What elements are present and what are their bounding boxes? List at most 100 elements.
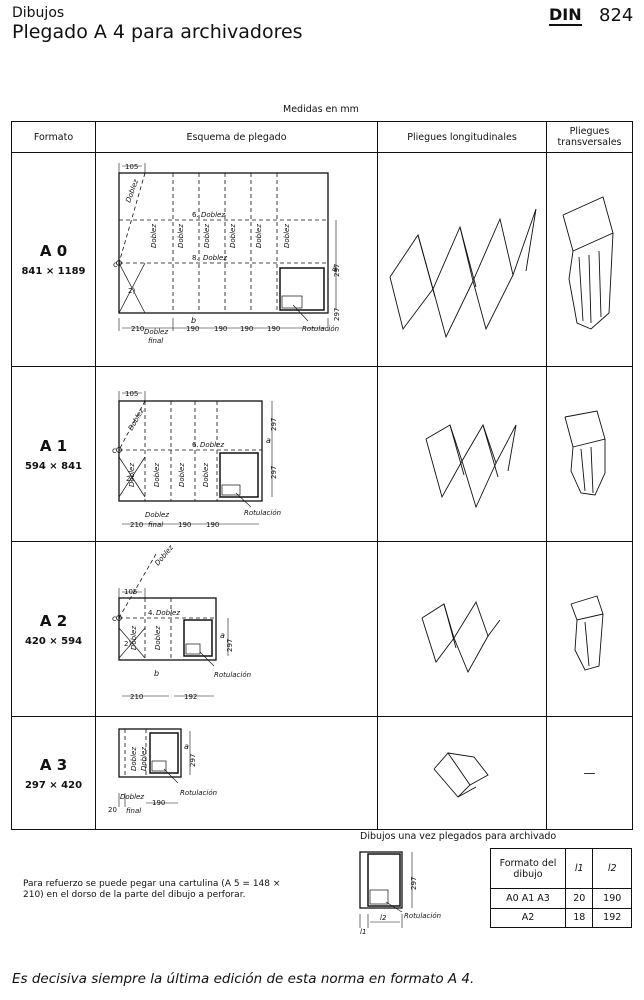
- dim-b-label: b: [191, 316, 196, 325]
- col-header-format: Formato: [11, 121, 96, 153]
- fold-label-vertical: Doblez: [203, 224, 211, 248]
- fold-label-vertical: Doblez: [229, 224, 237, 248]
- final-fold-label: Doblez: [144, 328, 168, 336]
- fold-label-vertical: Doblez: [140, 747, 148, 771]
- dim-190-label: 190: [267, 325, 280, 333]
- fold-label-vertical: Doblez: [202, 463, 210, 487]
- transversal-cell: [546, 366, 633, 542]
- dim-297-label: 297: [410, 877, 418, 890]
- rotulacion-label: Rotulación: [404, 912, 441, 920]
- fold-scheme-a2: 105 c 2) 210 192 297 a b Rotulación Dobl…: [112, 543, 251, 701]
- final-fold-label: final: [148, 521, 163, 529]
- dim-297-label: 297: [189, 754, 197, 767]
- header-l2: l2: [592, 848, 632, 889]
- header-format: Formato del dibujo: [490, 848, 566, 889]
- archived-fold-illustration: 297 Rotulación l1 l2: [359, 851, 441, 936]
- longitudinal-fold-illustration: [389, 208, 537, 339]
- archive-dims-table: Formato del dibujo l1 l2 A0 A1 A3 20 190…: [490, 848, 632, 928]
- dim-190-label: 190: [206, 521, 219, 529]
- dim-b-label: b: [154, 669, 159, 678]
- cell-l2: 192: [592, 907, 632, 928]
- transversal-fold-illustration: [562, 196, 614, 330]
- longitudinal-fold-illustration: [425, 423, 517, 509]
- cell-format: A0 A1 A3: [490, 888, 566, 909]
- cell-l2: 190: [592, 888, 632, 909]
- rotulacion-label: Rotulación: [302, 325, 339, 333]
- scheme-cell: 20 190 297 a Doblez final Rotulación Dob…: [95, 716, 378, 830]
- fold-label-diagonal: Doblez: [127, 407, 146, 432]
- dim-190-label: 190: [152, 799, 165, 807]
- table-row: A 0 841 × 1189: [11, 152, 633, 367]
- fold-label-vertical: Doblez: [177, 224, 185, 248]
- fold-number: 6.: [192, 441, 199, 449]
- no-transversal-dash: —: [583, 766, 596, 780]
- dim-190-label: 190: [240, 325, 253, 333]
- dim-190-label: 190: [178, 521, 191, 529]
- table-row: A0 A1 A3 20 190: [490, 888, 632, 909]
- dim-210-label: 210: [131, 325, 144, 333]
- longitudinal-cell: [377, 152, 547, 367]
- table-row: A 1 594 × 841: [11, 366, 633, 542]
- fold-number-2b: 2): [128, 287, 135, 295]
- rotulacion-label: Rotulación: [180, 789, 217, 797]
- dim-297-label: 297: [333, 264, 341, 277]
- dim-20-label: 20: [108, 806, 117, 814]
- format-code: A 1: [39, 436, 68, 455]
- dim-105-label: 105: [124, 588, 137, 596]
- fold-label-horizontal: Doblez: [203, 254, 227, 262]
- dim-a-label: a: [266, 436, 271, 445]
- l1-label: l1: [360, 928, 366, 936]
- fold-scheme-a1: 105 c 2) 210 190 190 297 297 a Doblez fi…: [112, 390, 281, 529]
- reinforcement-note: Para refuerzo se puede pegar una cartuli…: [23, 879, 281, 900]
- header-l1: l1: [564, 848, 594, 889]
- series-label: Dibujos: [12, 5, 65, 21]
- fold-scheme-a0: 105 c 2) 210 190 190 190 190 297 297 a b…: [113, 163, 341, 345]
- point-c-label: c: [112, 446, 116, 455]
- format-code: A 3: [39, 755, 68, 774]
- rotulacion-label: Rotulación: [244, 509, 281, 517]
- table-header-row: Formato del dibujo l1 l2: [490, 848, 632, 889]
- fold-label-horizontal: Doblez: [156, 609, 180, 617]
- fold-number: 4.: [148, 609, 155, 617]
- dim-192-label: 192: [184, 693, 197, 701]
- table-row: A2 18 192: [490, 907, 632, 928]
- transversal-cell: [546, 541, 633, 717]
- format-size: 841 × 1189: [21, 266, 86, 277]
- dim-a-label: a: [184, 742, 189, 751]
- fold-number-2b: 2): [126, 475, 133, 483]
- fold-label-vertical: Doblez: [154, 626, 162, 650]
- format-cell: A 1 594 × 841: [11, 366, 96, 542]
- format-cell: A 0 841 × 1189: [11, 152, 96, 367]
- longitudinal-cell: [377, 716, 547, 830]
- col-header-longitudinal: Pliegues longitudinales: [377, 121, 547, 153]
- fold-label-diagonal: Doblez: [124, 178, 140, 204]
- dim-a-label: a: [220, 631, 225, 640]
- cell-l1: 20: [564, 888, 594, 909]
- format-size: 297 × 420: [24, 779, 83, 791]
- scheme-cell: 105 c 2) 210 190 190 297 297 a Doblez fi…: [95, 366, 378, 542]
- din-number: 824: [599, 5, 634, 26]
- fold-label-vertical: Doblez: [153, 463, 161, 487]
- fold-number: 8.: [192, 254, 199, 262]
- dim-297-label: 297: [333, 308, 341, 321]
- footer-note: Es decisiva siempre la última edición de…: [12, 971, 475, 987]
- final-fold-label: Doblez: [120, 793, 144, 801]
- final-fold-label: final: [126, 807, 141, 815]
- format-cell: A 2 420 × 594: [11, 541, 96, 717]
- format-code: A 0: [39, 242, 68, 260]
- fold-label-diagonal: Doblez: [153, 543, 175, 567]
- table-row: A 3 297 × 420 20 190 297 a D: [11, 716, 633, 830]
- transversal-cell: —: [546, 716, 633, 830]
- longitudinal-fold-illustration: [433, 752, 489, 798]
- longitudinal-cell: [377, 541, 547, 717]
- format-code: A 2: [39, 611, 68, 630]
- longitudinal-cell: [377, 366, 547, 542]
- rotulacion-label: Rotulación: [214, 671, 251, 679]
- fold-label-vertical: Doblez: [128, 463, 136, 487]
- fold-number-2b: 2): [124, 640, 131, 648]
- fold-label-vertical: Doblez: [178, 463, 186, 487]
- fold-label-vertical: Doblez: [130, 626, 138, 650]
- dim-210-label: 210: [130, 521, 143, 529]
- format-cell: A 3 297 × 420: [11, 716, 96, 830]
- folding-table: Formato Esquema de plegado Pliegues long…: [11, 121, 633, 830]
